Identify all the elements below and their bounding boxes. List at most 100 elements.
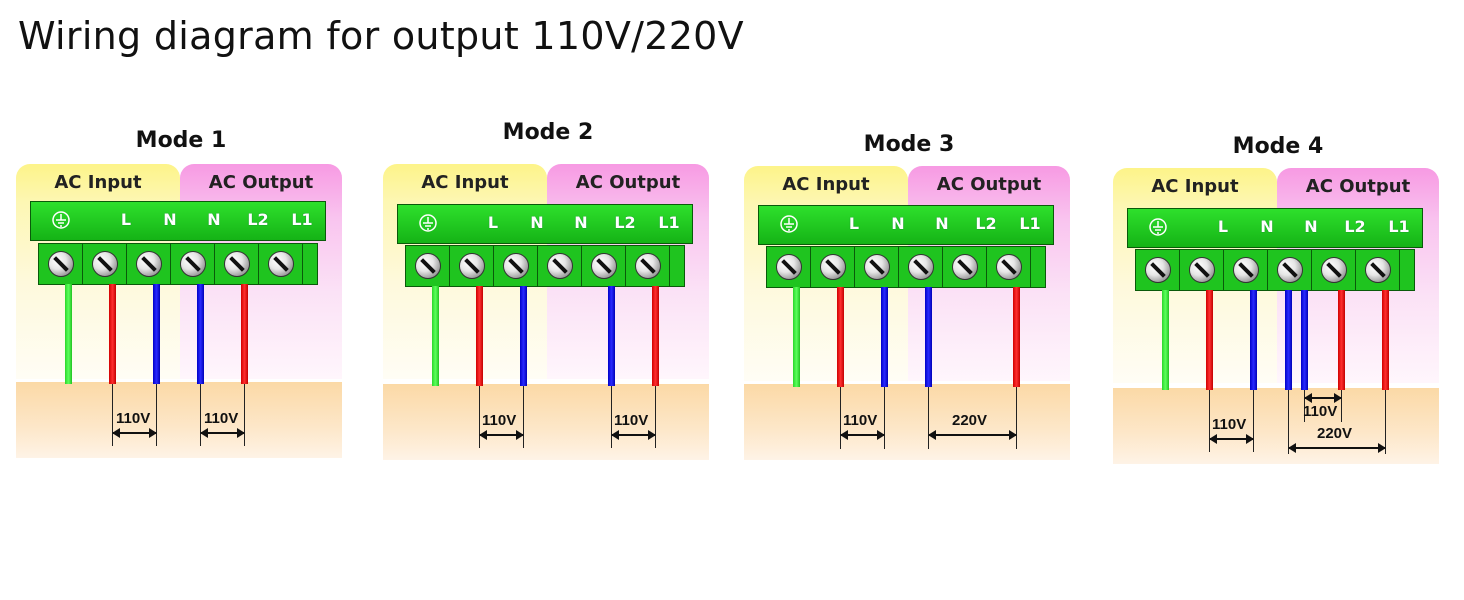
ground-symbol-icon	[41, 211, 81, 231]
ground-symbol-icon	[1138, 218, 1178, 238]
wire-ground	[1162, 290, 1169, 390]
wire-n	[881, 287, 888, 387]
terminal-block-screws	[38, 243, 318, 285]
wire-ground	[65, 284, 72, 384]
mode-4-panel: Mode 4 AC Input AC Output L N N L2 L1 11…	[1113, 132, 1443, 472]
screw-icon	[48, 251, 74, 277]
voltage-arrow	[1209, 434, 1254, 444]
wire-n-out	[197, 284, 204, 384]
wire-l	[109, 284, 116, 384]
screw-icon	[1277, 257, 1303, 283]
voltage-arrow	[1304, 393, 1342, 403]
pin-label-l1: L1	[1388, 217, 1410, 236]
screw-icon	[459, 253, 485, 279]
voltage-label: 110V	[116, 410, 151, 427]
voltage-label: 220V	[952, 412, 988, 429]
wire-l	[1206, 290, 1213, 390]
screw-icon	[1365, 257, 1391, 283]
wire-l1	[1382, 290, 1389, 390]
screw-icon	[415, 253, 441, 279]
pin-label-l1: L1	[291, 210, 313, 229]
voltage-arrow	[479, 430, 524, 440]
voltage-label: 110V	[204, 410, 239, 427]
ac-output-label: AC Output	[208, 172, 314, 193]
terminal-block-labels: L N N L2 L1	[30, 201, 326, 241]
voltage-arrow	[112, 428, 157, 438]
ac-output-label: AC Output	[936, 174, 1042, 195]
wire-ground	[793, 287, 800, 387]
wire-n-out	[925, 287, 932, 387]
mode-title: Mode 3	[863, 132, 955, 157]
wire-ground	[432, 286, 439, 386]
ac-output-label: AC Output	[575, 172, 681, 193]
pin-label-l: L	[1217, 217, 1229, 236]
screw-icon	[1321, 257, 1347, 283]
mode-title: Mode 4	[1232, 134, 1324, 159]
mode-1-panel: Mode 1 AC Input AC Output L N N L2 L1 11…	[16, 126, 346, 466]
base-area	[1113, 388, 1439, 464]
screw-icon	[996, 254, 1022, 280]
screw-icon	[635, 253, 661, 279]
mode-title: Mode 1	[135, 128, 227, 153]
terminal-block-screws	[405, 245, 685, 287]
wire-l	[476, 286, 483, 386]
pin-label-l1: L1	[1019, 214, 1041, 233]
ground-symbol-icon	[408, 214, 448, 234]
screw-icon	[776, 254, 802, 280]
pin-label-n: N	[891, 214, 905, 233]
mode-3-panel: Mode 3 AC Input AC Output L N N L2 L1 11…	[744, 130, 1074, 470]
terminal-block-labels: L N N L2 L1	[397, 204, 693, 244]
base-area	[383, 384, 709, 460]
voltage-arrow	[1288, 443, 1386, 453]
wire-l1	[1013, 287, 1020, 387]
terminal-block-labels: L N N L2 L1	[1127, 208, 1423, 248]
wire-n-out-b	[1301, 290, 1308, 390]
screw-icon	[268, 251, 294, 277]
pin-label-l1: L1	[658, 213, 680, 232]
wire-l2	[241, 284, 248, 384]
base-area	[16, 382, 342, 458]
ac-input-label: AC Input	[421, 172, 509, 193]
screw-icon	[503, 253, 529, 279]
wire-n-out-a	[1285, 290, 1292, 390]
terminal-block-labels: L N N L2 L1	[758, 205, 1054, 245]
wire-l2	[608, 286, 615, 386]
screw-icon	[547, 253, 573, 279]
mode-title: Mode 2	[502, 120, 594, 145]
screw-icon	[591, 253, 617, 279]
voltage-arrow	[200, 428, 245, 438]
pin-label-n: N	[1304, 217, 1318, 236]
wire-n	[520, 286, 527, 386]
voltage-label: 220V	[1317, 425, 1353, 442]
ac-input-label: AC Input	[54, 172, 142, 193]
pin-label-n: N	[574, 213, 588, 232]
screw-icon	[952, 254, 978, 280]
pin-label-n: N	[1260, 217, 1274, 236]
screw-icon	[820, 254, 846, 280]
voltage-arrow	[928, 430, 1017, 440]
screw-icon	[908, 254, 934, 280]
wire-n	[1250, 290, 1257, 390]
pin-label-l2: L2	[614, 213, 636, 232]
voltage-label: 110V	[482, 412, 517, 429]
ac-input-label: AC Input	[1151, 176, 1239, 197]
screw-icon	[1189, 257, 1215, 283]
screw-icon	[1233, 257, 1259, 283]
wire-l	[837, 287, 844, 387]
ac-input-label: AC Input	[782, 174, 870, 195]
pin-label-n: N	[530, 213, 544, 232]
pin-label-l: L	[120, 210, 132, 229]
pin-label-n: N	[935, 214, 949, 233]
ac-output-label: AC Output	[1305, 176, 1411, 197]
screw-icon	[1145, 257, 1171, 283]
base-area	[744, 384, 1070, 460]
voltage-label: 110V	[614, 412, 649, 429]
terminal-block-screws	[1135, 249, 1415, 291]
voltage-arrow	[611, 430, 656, 440]
voltage-arrow	[840, 430, 885, 440]
pin-label-l2: L2	[1344, 217, 1366, 236]
pin-label-l: L	[848, 214, 860, 233]
wire-l1	[652, 286, 659, 386]
pin-label-l2: L2	[975, 214, 997, 233]
screw-icon	[136, 251, 162, 277]
